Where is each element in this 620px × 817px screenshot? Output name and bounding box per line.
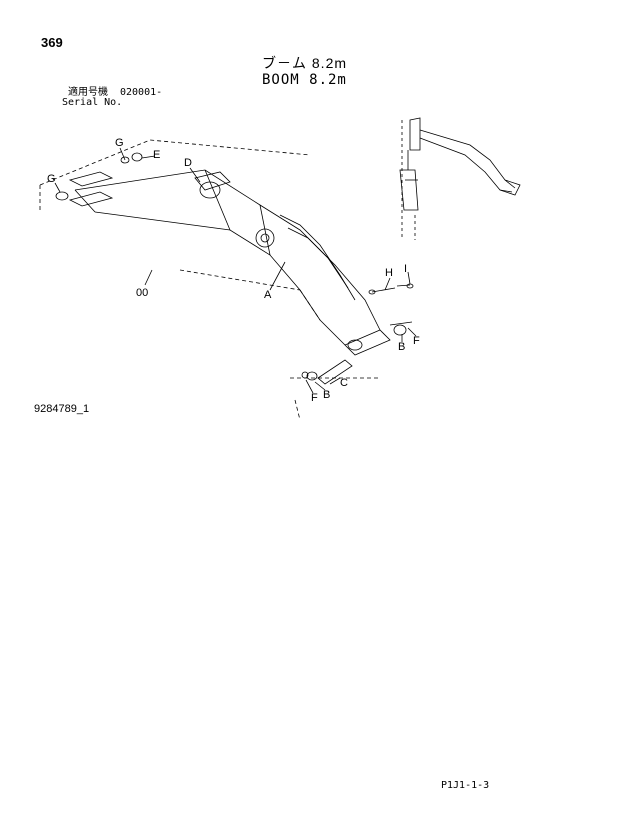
callout-e: E bbox=[153, 149, 160, 161]
callout-b-right: B bbox=[398, 341, 405, 353]
serial-label-japanese: 適用号機 bbox=[68, 87, 108, 98]
callout-labels: G G E D A 00 H I B F C B F bbox=[47, 137, 420, 404]
callout-i: I bbox=[404, 263, 407, 275]
title-english: BOOM 8.2m bbox=[262, 72, 347, 88]
callout-f-right: F bbox=[413, 335, 420, 347]
serial-label-english: Serial No. bbox=[62, 97, 123, 108]
page-reference: P1J1-1-3 bbox=[441, 780, 490, 791]
figure-id: 9284789_1 bbox=[34, 403, 90, 415]
title-japanese: ブ－ム 8.2m bbox=[262, 55, 348, 71]
callout-c: C bbox=[340, 377, 348, 389]
page-number: 369 bbox=[41, 35, 63, 50]
serial-number-value: 020001- bbox=[120, 87, 163, 98]
callout-g-top: G bbox=[115, 137, 124, 149]
callout-g-left: G bbox=[47, 173, 56, 185]
inset-arm-view bbox=[399, 117, 521, 240]
diagram-linework bbox=[39, 139, 417, 421]
callout-d: D bbox=[184, 157, 192, 169]
callout-a: A bbox=[264, 289, 272, 301]
callout-b-bottom: B bbox=[323, 389, 330, 401]
callout-f-bottom: F bbox=[311, 392, 318, 404]
callout-h: H bbox=[385, 267, 393, 279]
callout-00: 00 bbox=[136, 287, 148, 299]
